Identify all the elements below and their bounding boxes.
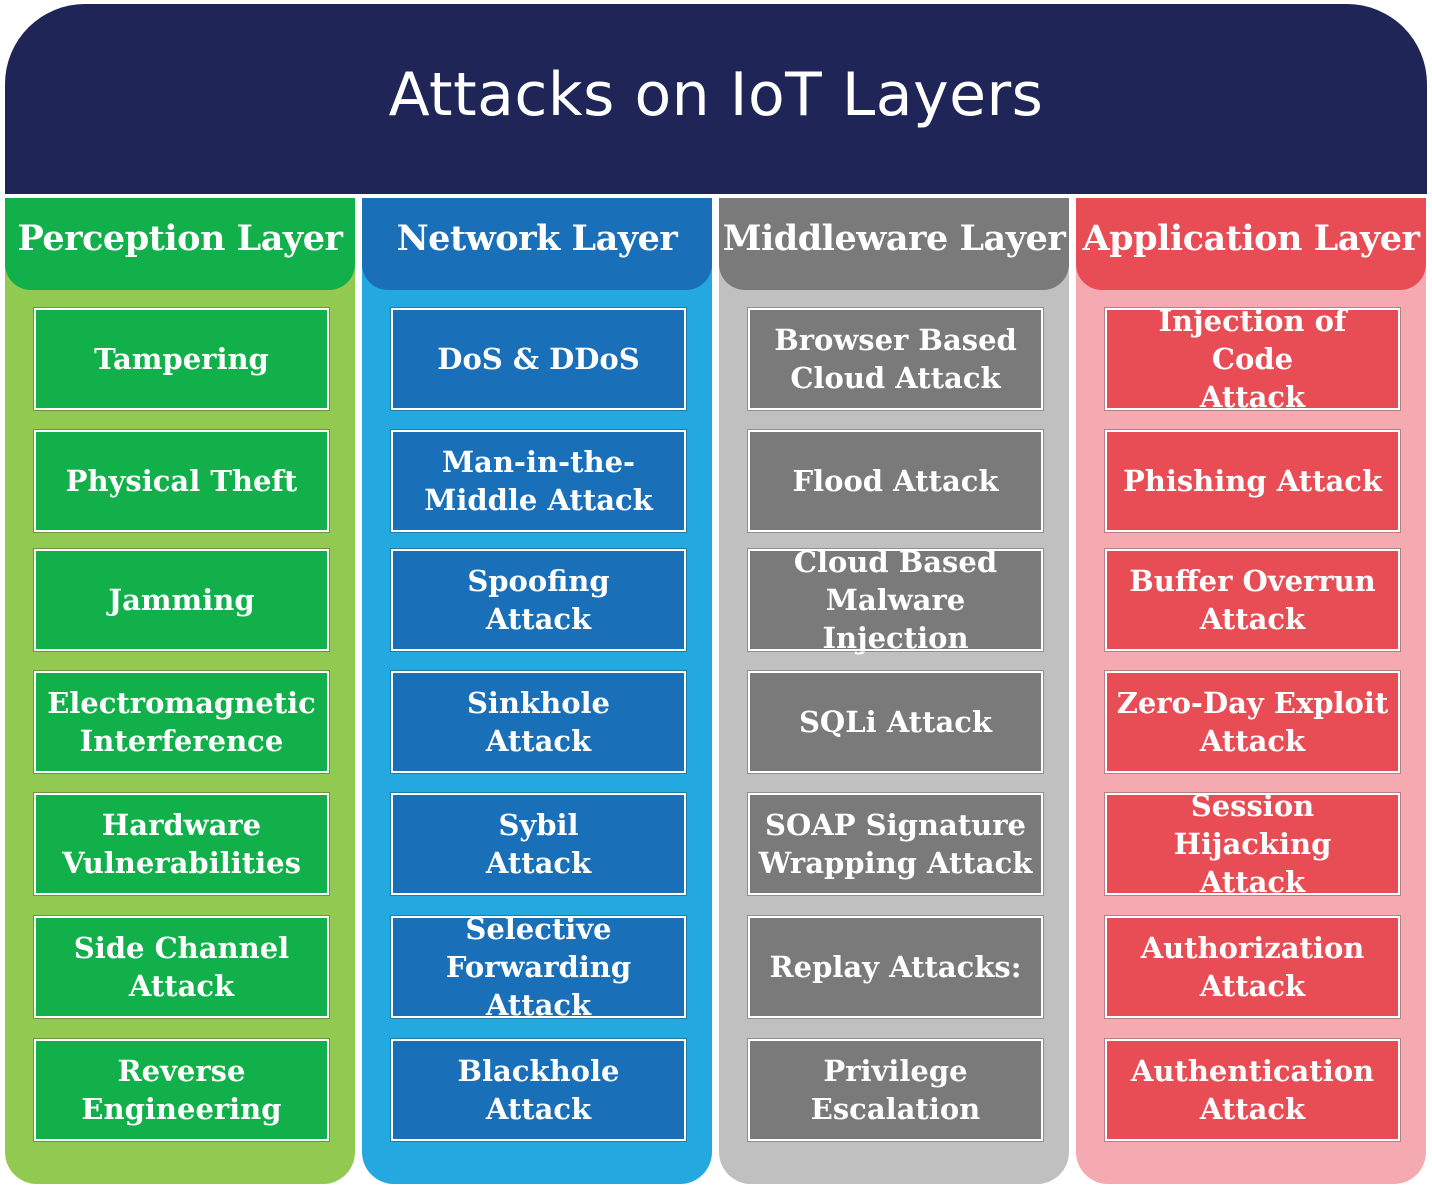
attack-label: SQLi Attack (798, 705, 993, 739)
perception-layer-header: Perception Layer (5, 198, 355, 290)
title-banner: Attacks on IoT Layers (5, 4, 1427, 194)
attack-label: Flood Attack (792, 464, 999, 498)
middleware-layer-header: Middleware Layer (719, 198, 1069, 290)
attack-box-browser-cloud: Browser Based Cloud Attack (747, 307, 1044, 411)
attack-label: Cloud Based Malware Injection (793, 545, 998, 655)
attack-box-jamming: Jamming (33, 548, 330, 652)
attack-label: Man-in-the- Middle Attack (424, 445, 653, 517)
attack-label: Sinkhole Attack (466, 686, 611, 758)
attack-box-sinkhole: Sinkhole Attack (390, 670, 687, 774)
network-layer-header: Network Layer (362, 198, 712, 290)
network-layer-column: Network Layer DoS & DDoS Man-in-the- Mid… (362, 198, 712, 1184)
attack-box-zero-day-exploit: Zero-Day Exploit Attack (1104, 670, 1401, 774)
attack-box-spoofing: Spoofing Attack (390, 548, 687, 652)
attack-label: Jamming (108, 583, 255, 617)
attack-box-tampering: Tampering (33, 307, 330, 411)
attack-box-sybil: Sybil Attack (390, 792, 687, 896)
attack-label: Electromagnetic Interference (47, 686, 316, 758)
attack-box-dos-ddos: DoS & DDoS (390, 307, 687, 411)
attack-box-authorization: Authorization Attack (1104, 915, 1401, 1019)
attack-box-hardware-vulnerabilities: Hardware Vulnerabilities (33, 792, 330, 896)
attack-box-replay: Replay Attacks: (747, 915, 1044, 1019)
attack-label: Tampering (94, 342, 269, 376)
perception-layer-title: Perception Layer (17, 217, 343, 259)
attack-box-phishing: Phishing Attack (1104, 429, 1401, 533)
attack-box-selective-forwarding: Selective Forwarding Attack (390, 912, 687, 1022)
middleware-layer-column: Middleware Layer Browser Based Cloud Att… (719, 198, 1069, 1184)
attack-box-session-hijacking: Session Hijacking Attack (1104, 789, 1401, 899)
attack-box-electromagnetic-interference: Electromagnetic Interference (33, 670, 330, 774)
application-layer-title: Application Layer (1082, 217, 1420, 259)
attack-box-side-channel: Side Channel Attack (33, 915, 330, 1019)
attack-label: SOAP Signature Wrapping Attack (758, 808, 1033, 880)
attack-label: Authorization Attack (1140, 931, 1365, 1003)
attack-box-blackhole: Blackhole Attack (390, 1038, 687, 1142)
attack-label: Sybil Attack (485, 808, 592, 880)
attack-label: Side Channel Attack (73, 931, 290, 1003)
attack-label: Blackhole Attack (457, 1054, 620, 1126)
attack-box-man-in-the-middle: Man-in-the- Middle Attack (390, 429, 687, 533)
attack-label: Buffer Overrun Attack (1129, 564, 1376, 636)
attack-label: Phishing Attack (1122, 464, 1383, 498)
attack-box-soap-signature-wrapping: SOAP Signature Wrapping Attack (747, 792, 1044, 896)
attack-label: Zero-Day Exploit Attack (1116, 686, 1389, 758)
attack-label: Selective Forwarding Attack (445, 912, 632, 1022)
attack-label: Session Hijacking Attack (1173, 789, 1332, 899)
attack-box-privilege-escalation: Privilege Escalation (747, 1038, 1044, 1142)
attack-label: Spoofing Attack (467, 564, 610, 636)
attack-label: Browser Based Cloud Attack (774, 323, 1017, 395)
middleware-layer-title: Middleware Layer (722, 217, 1066, 259)
diagram-title: Attacks on IoT Layers (388, 60, 1044, 130)
attack-box-physical-theft: Physical Theft (33, 429, 330, 533)
attack-box-reverse-engineering: Reverse Engineering (33, 1038, 330, 1142)
perception-layer-column: Perception Layer Tampering Physical Thef… (5, 198, 355, 1184)
attack-box-cloud-malware-injection: Cloud Based Malware Injection (747, 545, 1044, 655)
attack-label: DoS & DDoS (437, 342, 640, 376)
attack-label: Hardware Vulnerabilities (62, 808, 301, 880)
attack-label: Replay Attacks: (769, 950, 1022, 984)
network-layer-title: Network Layer (396, 217, 678, 259)
attack-box-buffer-overrun: Buffer Overrun Attack (1104, 548, 1401, 652)
attack-box-authentication: Authentication Attack (1104, 1038, 1401, 1142)
attack-box-code-injection: Injection of Code Attack (1104, 304, 1401, 414)
attack-label: Injection of Code Attack (1158, 304, 1347, 414)
attack-label: Authentication Attack (1130, 1054, 1375, 1126)
attack-label: Physical Theft (65, 464, 298, 498)
attack-label: Privilege Escalation (810, 1054, 981, 1126)
attack-label: Reverse Engineering (81, 1054, 282, 1126)
application-layer-header: Application Layer (1076, 198, 1426, 290)
attack-box-sqli: SQLi Attack (747, 670, 1044, 774)
attack-box-flood: Flood Attack (747, 429, 1044, 533)
application-layer-column: Application Layer Injection of Code Atta… (1076, 198, 1426, 1184)
